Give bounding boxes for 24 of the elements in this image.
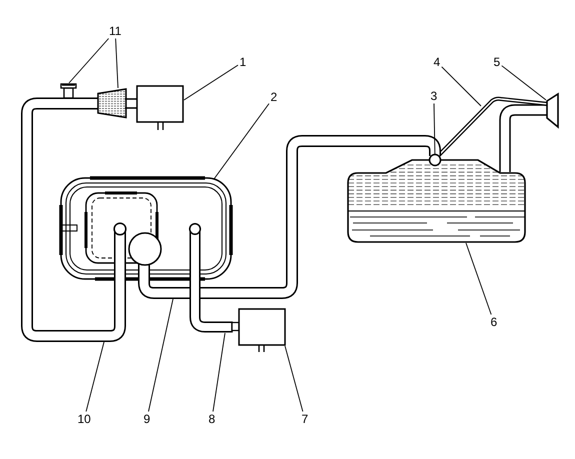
leader-line (214, 103, 270, 180)
callout-number: 2 (270, 91, 278, 103)
valve-circle (428, 154, 442, 166)
callout-number: 1 (240, 56, 246, 68)
callout-number: 6 (490, 316, 498, 328)
callout-number: 4 (434, 56, 440, 68)
leader-line (501, 65, 546, 100)
leader-line (434, 103, 436, 155)
leader-line (68, 38, 110, 84)
callout-number: 7 (302, 413, 308, 425)
callout-number: 9 (144, 413, 150, 425)
leader-line (284, 346, 304, 412)
leader-line (212, 332, 226, 412)
leader-line (86, 342, 104, 412)
callout-number: 8 (208, 413, 216, 425)
callout-number: 11 (109, 25, 122, 37)
leader-line (184, 64, 238, 100)
leader-line (115, 38, 118, 88)
callout-number: 5 (494, 56, 500, 68)
leader-line (466, 242, 492, 315)
callout-number: 3 (430, 90, 438, 102)
leader-line (148, 298, 174, 412)
callout-number: 10 (78, 413, 91, 425)
leader-line (441, 66, 482, 106)
